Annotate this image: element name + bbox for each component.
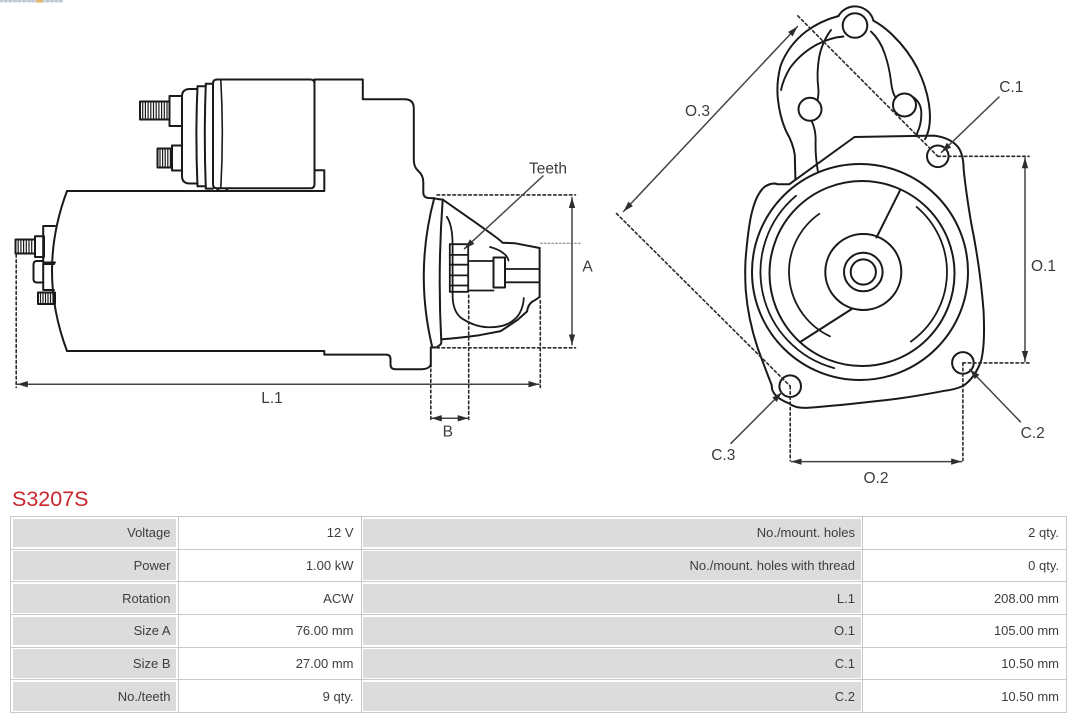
svg-text:C.3: C.3 [711,447,735,464]
svg-text:Teeth: Teeth [529,161,567,178]
svg-text:B: B [443,424,453,441]
svg-text:O.2: O.2 [864,470,889,487]
svg-text:C.1: C.1 [999,79,1023,96]
svg-text:O.1: O.1 [1031,258,1056,275]
svg-text:O.3: O.3 [685,103,710,120]
svg-text:C.2: C.2 [1021,425,1045,442]
svg-text:A: A [582,259,593,276]
svg-text:L.1: L.1 [261,390,283,407]
